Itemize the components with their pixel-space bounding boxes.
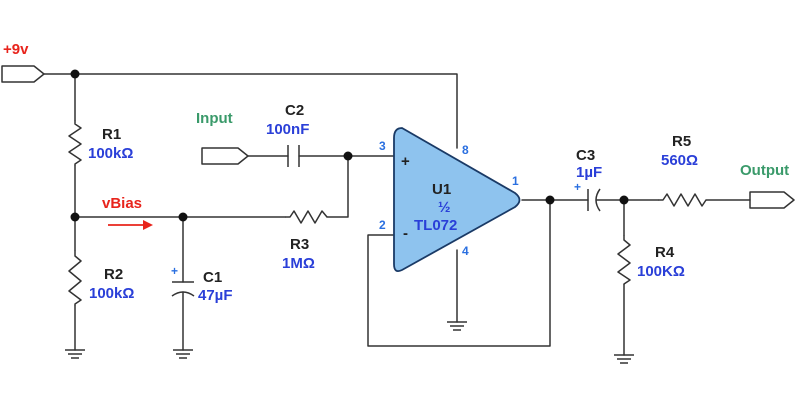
junction-noninv-input bbox=[343, 151, 353, 161]
output-port-icon bbox=[749, 191, 795, 209]
ground-r4-icon bbox=[614, 354, 634, 364]
ground-r2-icon bbox=[65, 349, 85, 359]
junctions bbox=[70, 69, 629, 222]
r4-resistor-icon bbox=[617, 235, 631, 285]
wire-feedback bbox=[367, 199, 551, 347]
u1-fraction: ½ bbox=[438, 199, 451, 216]
u1-part: TL072 bbox=[414, 217, 457, 234]
r3-ref: R3 bbox=[290, 236, 309, 253]
r3-resistor-icon bbox=[285, 210, 328, 224]
r1-ref: R1 bbox=[102, 126, 121, 143]
r5-resistor-icon bbox=[658, 193, 707, 207]
junction-c1 bbox=[178, 212, 188, 222]
r2-resistor-icon bbox=[68, 250, 82, 306]
r4-value: 100KΩ bbox=[637, 263, 685, 280]
u1-pin-gnd: 4 bbox=[462, 244, 469, 258]
u1-plus-sign: + bbox=[401, 153, 410, 170]
r5-ref: R5 bbox=[672, 133, 691, 150]
ground-c1-icon bbox=[173, 349, 193, 359]
r5-value: 560Ω bbox=[661, 152, 698, 169]
c3-value: 1µF bbox=[576, 164, 602, 181]
junction-divider bbox=[70, 212, 80, 222]
c2-capacitor-icon bbox=[287, 145, 300, 167]
c1-value: 47µF bbox=[198, 287, 233, 304]
r4-ref: R4 bbox=[655, 244, 675, 261]
wire-r3-to-node bbox=[326, 155, 349, 218]
r1-resistor-icon bbox=[68, 120, 82, 166]
wire-supply-rail bbox=[43, 73, 458, 149]
junction-supply bbox=[70, 69, 80, 79]
junction-r4 bbox=[619, 195, 629, 205]
u1-pin-vcc: 8 bbox=[462, 143, 469, 157]
r3-value: 1MΩ bbox=[282, 255, 315, 272]
junction-output bbox=[545, 195, 555, 205]
r1-value: 100kΩ bbox=[88, 145, 133, 162]
c2-ref: C2 bbox=[285, 102, 304, 119]
supply-label: +9v bbox=[3, 41, 29, 58]
u1-pin-out: 1 bbox=[512, 174, 519, 188]
c1-polarity-mark: + bbox=[171, 264, 178, 278]
u1-pin-inv: 2 bbox=[379, 218, 386, 232]
labels: +9v vBias Input Output R1 100kΩ R2 100kΩ… bbox=[3, 41, 789, 304]
c2-value: 100nF bbox=[266, 121, 309, 138]
r2-ref: R2 bbox=[104, 266, 123, 283]
ground-opamp-icon bbox=[447, 321, 467, 331]
input-label: Input bbox=[196, 110, 233, 127]
c1-capacitor-icon bbox=[171, 281, 195, 297]
input-port-icon bbox=[201, 147, 249, 165]
u1-ref: U1 bbox=[432, 181, 451, 198]
supply-port-icon bbox=[1, 65, 45, 83]
c3-capacitor-icon bbox=[587, 188, 601, 212]
vbias-label: vBias bbox=[102, 195, 142, 212]
vbias-arrow-icon bbox=[108, 220, 153, 230]
c1-ref: C1 bbox=[203, 269, 222, 286]
c3-polarity-mark: + bbox=[574, 180, 581, 194]
c3-ref: C3 bbox=[576, 147, 595, 164]
u1-pin-noninv: 3 bbox=[379, 139, 386, 153]
output-label: Output bbox=[740, 162, 789, 179]
opamp-triangle-icon bbox=[393, 127, 521, 273]
r2-value: 100kΩ bbox=[89, 285, 134, 302]
u1-minus-sign: - bbox=[403, 225, 408, 242]
